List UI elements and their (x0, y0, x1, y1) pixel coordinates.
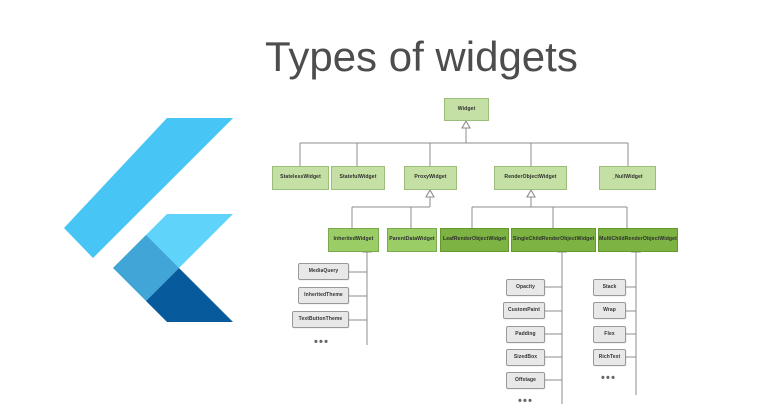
leaf-richtext[interactable]: RichText (593, 349, 626, 366)
node-widget[interactable]: Widget (444, 98, 489, 121)
node-leafrenderobjectwidget[interactable]: LeafRenderObjectWidget (440, 228, 509, 252)
node-statelesswidget[interactable]: StatelessWidget (272, 166, 329, 190)
node-singlechildrenderobjectwidget[interactable]: SingleChildRenderObjectWidget (511, 228, 596, 252)
ellipsis-singlechildrenderobjectwidget: ••• (518, 395, 534, 407)
leaf-opacity[interactable]: Opacity (506, 279, 545, 296)
leaf-wrap[interactable]: Wrap (593, 302, 626, 319)
page-title: Types of widgets (265, 33, 578, 80)
leaf-mediaquery[interactable]: MediaQuery (298, 263, 349, 280)
node-proxywidget[interactable]: ProxyWidget (404, 166, 457, 190)
node-statefulwidget[interactable]: StatefulWidget (331, 166, 385, 190)
node-nullwidget[interactable]: _NullWidget (599, 166, 656, 190)
leaf-padding[interactable]: Padding (506, 326, 545, 343)
node-inheritedwidget[interactable]: InheritedWidget (328, 228, 379, 252)
leaf-custompaint[interactable]: CustomPaint (503, 302, 545, 319)
leaf-inheritedtheme[interactable]: InheritedTheme (298, 287, 349, 304)
node-multichildrenderobjectwidget[interactable]: MultiChildRenderObjectWidget (598, 228, 678, 252)
leaf-stack[interactable]: Stack (593, 279, 626, 296)
flutter-logo (64, 118, 233, 322)
leaf-textbuttontheme[interactable]: TextButtonTheme (292, 311, 349, 328)
ellipsis-multichildrenderobjectwidget: ••• (601, 372, 617, 384)
node-renderobjectwidget[interactable]: RenderObjectWidget (494, 166, 567, 190)
leaf-sizedbox[interactable]: SizedBox (506, 349, 545, 366)
node-parentdatawidget[interactable]: ParentDataWidget (387, 228, 437, 252)
ellipsis-inheritedwidget: ••• (314, 336, 330, 348)
leaf-offstage[interactable]: Offstage (506, 372, 545, 389)
leaf-flex[interactable]: Flex (593, 326, 626, 343)
